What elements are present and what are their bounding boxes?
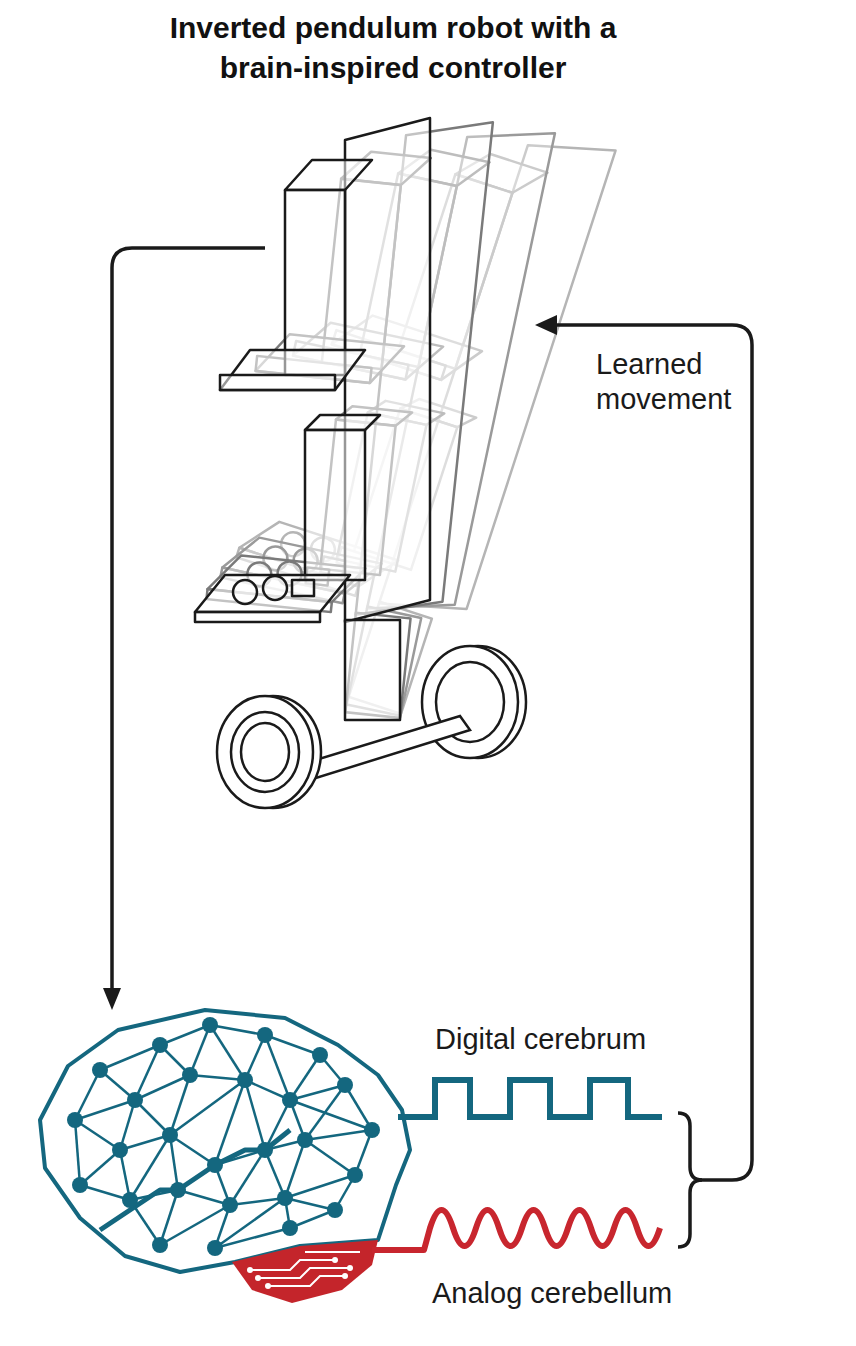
figure-title: Inverted pendulum robot with a brain-ins… bbox=[133, 8, 653, 88]
neuron-dot bbox=[162, 1127, 178, 1143]
robot-drawing bbox=[195, 78, 616, 723]
cerebellum-label: Analog cerebellum bbox=[432, 1276, 672, 1311]
neural-link bbox=[170, 1135, 215, 1165]
neural-link bbox=[305, 1130, 372, 1140]
movement-label: Learned movement bbox=[596, 347, 746, 417]
neural-link bbox=[285, 1140, 305, 1198]
neural-link bbox=[190, 1025, 210, 1075]
neuron-dot bbox=[207, 1157, 223, 1173]
neuron-dot bbox=[364, 1122, 380, 1138]
neuron-dot bbox=[127, 1092, 143, 1108]
neuron-dot bbox=[347, 1167, 363, 1183]
neuron-dot bbox=[277, 1190, 293, 1206]
neuron-dot bbox=[170, 1182, 186, 1198]
neuron-dot bbox=[237, 1072, 253, 1088]
neuron-dot bbox=[152, 1037, 168, 1053]
neural-link bbox=[265, 1035, 320, 1055]
analog-signal bbox=[372, 1210, 660, 1250]
neural-link bbox=[245, 1080, 265, 1150]
neural-link bbox=[160, 1205, 230, 1245]
neural-link bbox=[170, 1075, 190, 1135]
neural-link bbox=[170, 1080, 245, 1135]
neuron-dot bbox=[182, 1067, 198, 1083]
neuron-dot bbox=[282, 1220, 298, 1236]
analog-cerebellum-chip bbox=[232, 1240, 378, 1303]
neuron-dot bbox=[92, 1062, 108, 1078]
neural-link bbox=[215, 1198, 285, 1248]
neural-link bbox=[305, 1140, 355, 1175]
bracket bbox=[678, 1113, 702, 1247]
neuron-dot bbox=[202, 1017, 218, 1033]
neuron-dot bbox=[222, 1197, 238, 1213]
neuron-dot bbox=[152, 1237, 168, 1253]
neural-link bbox=[170, 1135, 178, 1190]
neural-link bbox=[210, 1025, 245, 1080]
neuron-dot bbox=[112, 1142, 128, 1158]
neural-link bbox=[210, 1025, 265, 1035]
digital-signal bbox=[398, 1080, 662, 1117]
neuron-dot bbox=[327, 1202, 343, 1218]
neuron-dot bbox=[282, 1092, 298, 1108]
neural-link bbox=[135, 1045, 160, 1100]
neural-link bbox=[75, 1100, 135, 1120]
neuron-dot bbox=[337, 1077, 353, 1093]
neural-link bbox=[230, 1150, 265, 1205]
brain-network bbox=[40, 1010, 410, 1272]
brain-outline bbox=[40, 1010, 410, 1272]
neural-link bbox=[190, 1075, 245, 1080]
neuron-dot bbox=[207, 1240, 223, 1256]
neuron-dot bbox=[257, 1027, 273, 1043]
neuron-dot bbox=[72, 1177, 88, 1193]
neuron-dot bbox=[122, 1192, 138, 1208]
robot-pose bbox=[195, 118, 430, 720]
neural-pathway bbox=[100, 1130, 290, 1230]
neural-link bbox=[178, 1190, 230, 1205]
neural-link bbox=[75, 1120, 80, 1185]
robot-wheels bbox=[217, 646, 526, 808]
neural-link bbox=[75, 1120, 120, 1150]
neuron-dot bbox=[257, 1142, 273, 1158]
neural-link bbox=[305, 1085, 345, 1140]
feedback-arrow bbox=[103, 248, 265, 1010]
neuron-dot bbox=[312, 1047, 328, 1063]
cerebrum-label: Digital cerebrum bbox=[435, 1022, 646, 1057]
neuron-dot bbox=[297, 1132, 313, 1148]
neural-link bbox=[215, 1228, 290, 1248]
neuron-dot bbox=[67, 1112, 83, 1128]
